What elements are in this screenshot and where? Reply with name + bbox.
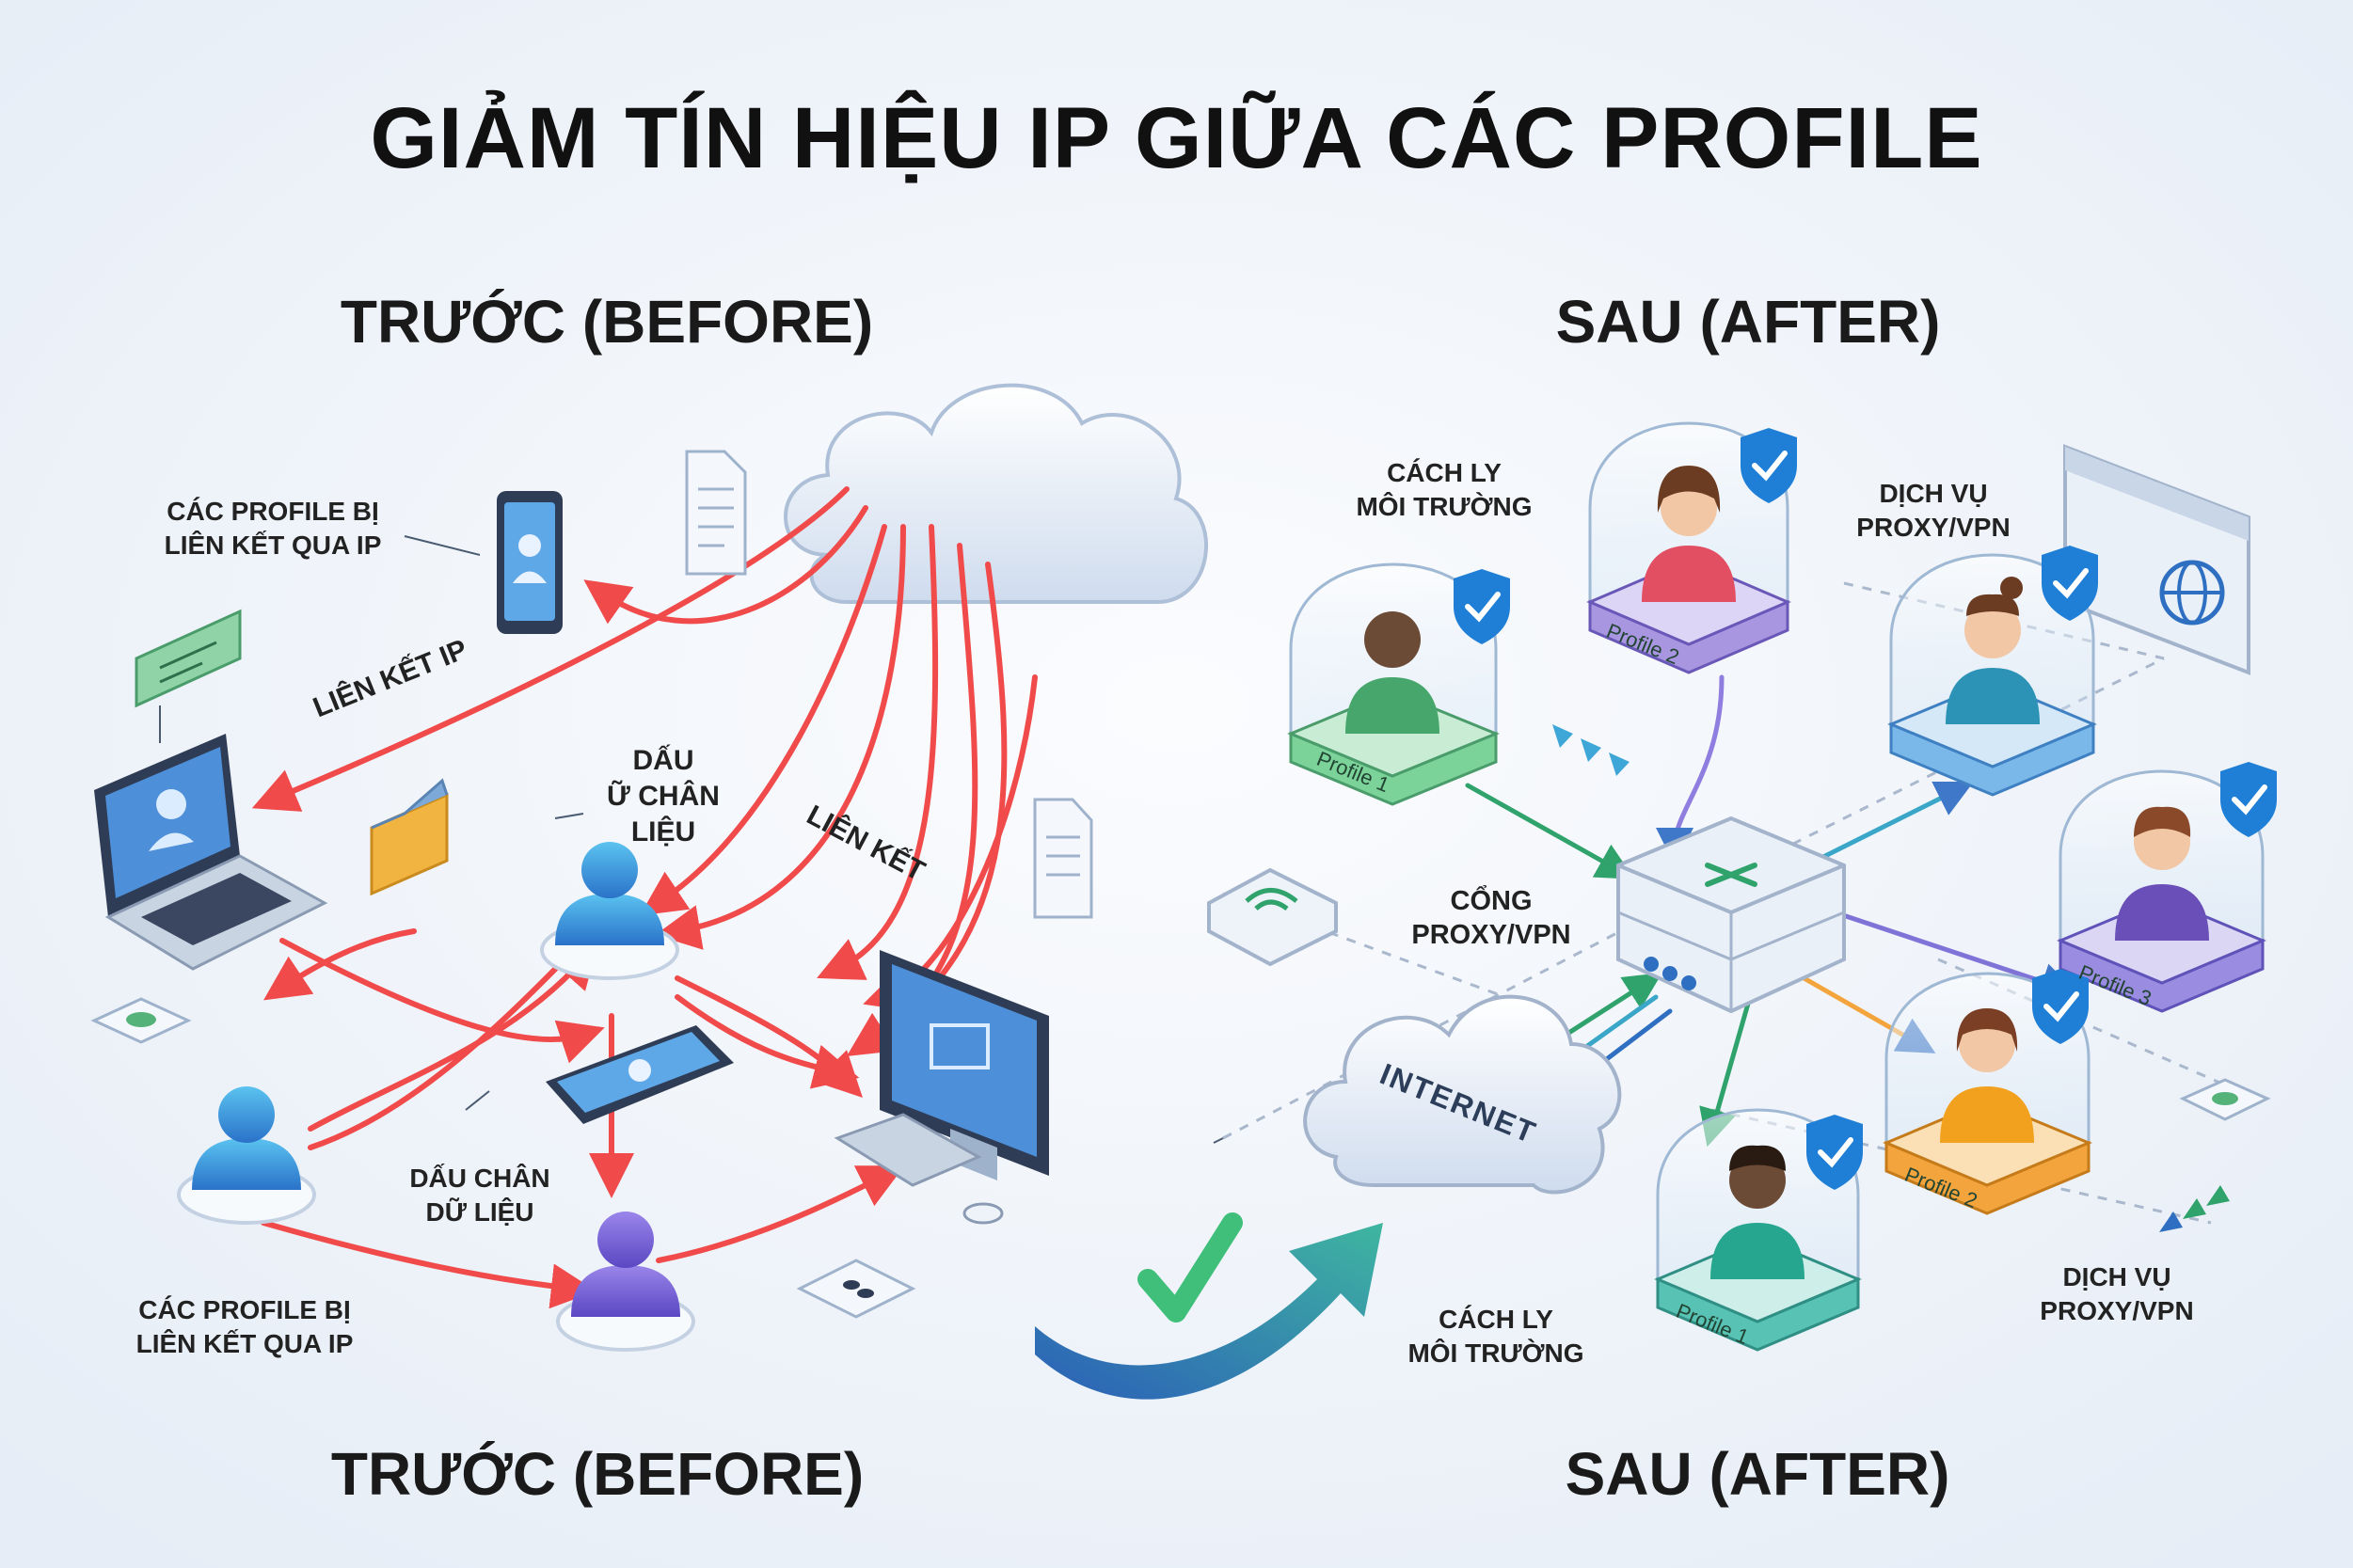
link-arrow (656, 1165, 905, 1263)
link-arrow (640, 524, 887, 916)
link-pad-icon (2179, 1078, 2271, 1121)
link-arrow (817, 524, 939, 980)
gateway-label: CỔNG PROXY/VPN (1411, 886, 1571, 950)
person-avatar (177, 1086, 316, 1225)
tablet-device (546, 1025, 734, 1124)
isolation-label: CÁCH LY MÔI TRƯỜNG (1356, 458, 1533, 521)
link-arrow (279, 938, 605, 1064)
folder-icon (370, 778, 449, 896)
isolated-profile-pod (2057, 762, 2277, 1013)
internet-cloud (1303, 994, 1622, 1195)
footprint-pad-icon (796, 1259, 916, 1319)
isolated-profile-pod (1883, 969, 2092, 1215)
desktop-monitor (834, 950, 1049, 1225)
linked-profiles-label: CÁC PROFILE BỊ LIÊN KẾT QUA IP (164, 497, 382, 560)
data-trace-label: DẤU CHÂN DỮ LIỆU (409, 1164, 550, 1227)
proxy-service-label: DỊCH VỤ PROXY/VPN (1856, 479, 2011, 542)
label-leaders (404, 535, 584, 1111)
before-cloud (784, 383, 1208, 604)
phone-device (497, 491, 563, 634)
isolated-profile-pod (1654, 1108, 1863, 1352)
wifi-router-device (1207, 867, 1338, 967)
person-avatar (556, 1212, 695, 1352)
flow-chevrons (1552, 724, 2230, 1232)
person-avatar (540, 842, 679, 980)
link-arrow (263, 928, 417, 1001)
isolated-profile-pod (1586, 421, 1797, 674)
link-arrow (655, 524, 906, 950)
link-pad-icon (90, 997, 192, 1044)
proxy-service-label: DỊCH VỤ PROXY/VPN (2040, 1262, 2194, 1325)
proxy-gateway-device (1616, 816, 1846, 1014)
isolation-label: CÁCH LY MÔI TRƯỜNG (1407, 1305, 1584, 1368)
after-header-top: SAU (AFTER) (1555, 288, 1941, 356)
isolated-profile-pod (1887, 546, 2098, 797)
link-arrow (251, 486, 850, 812)
isolated-profile-pod (1287, 562, 1510, 806)
id-card-icon (135, 609, 242, 743)
link-arrow (261, 1220, 596, 1309)
link-arrow (675, 994, 860, 1089)
document-icon (1033, 798, 1093, 919)
link-arrow (308, 942, 598, 1132)
document-icon (685, 450, 747, 576)
before-after-arrow (1035, 1212, 1383, 1400)
data-trace-label: DẤU Ữ CHÂN LIỆU (607, 745, 720, 847)
link-arrow (583, 505, 868, 625)
after-header-bottom: SAU (AFTER) (1565, 1440, 1950, 1508)
laptop-device (94, 734, 328, 971)
before-header-top: TRƯỚC (BEFORE) (340, 288, 874, 356)
before-header-bottom: TRƯỚC (BEFORE) (330, 1440, 865, 1508)
page-title: GIẢM TÍN HIỆU IP GIỮA CÁC PROFILE (370, 90, 1983, 186)
label-leaders (1213, 1137, 1224, 1144)
linked-profiles-label: CÁC PROFILE BỊ LIÊN KẾT QUA IP (135, 1295, 354, 1358)
